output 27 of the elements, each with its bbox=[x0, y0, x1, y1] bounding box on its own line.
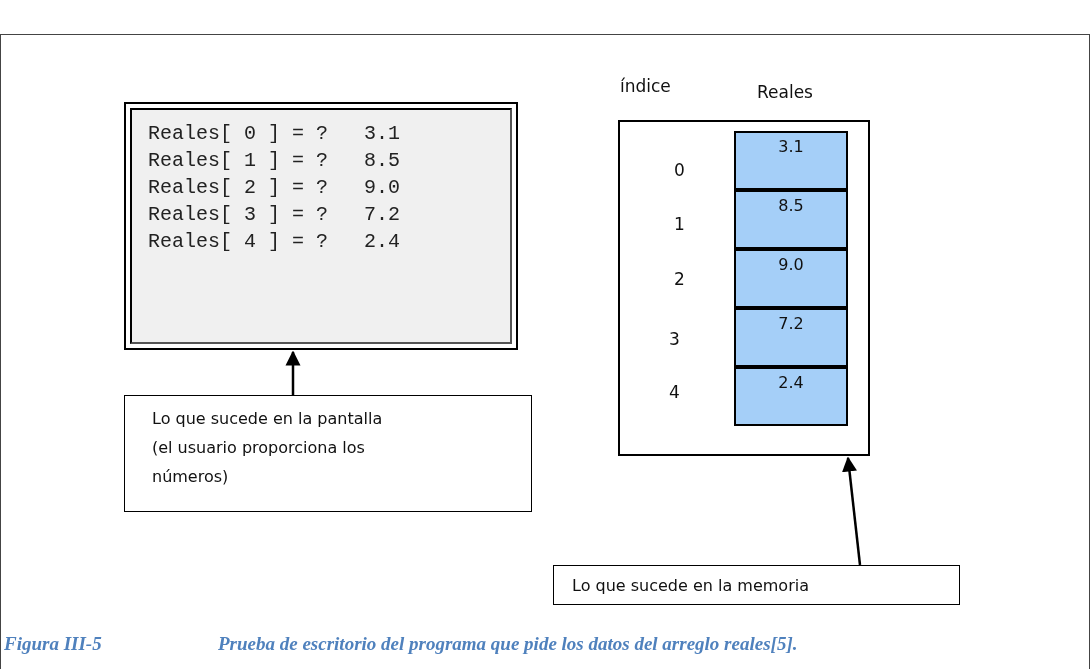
console-line: Reales[ 3 ] = ? 7.2 bbox=[148, 202, 402, 228]
index-label: 3 bbox=[669, 329, 680, 349]
console-line: Reales[ 1 ] = ? 8.5 bbox=[148, 148, 402, 174]
callout-box bbox=[553, 565, 960, 605]
index-label: 4 bbox=[669, 382, 680, 402]
figure-caption: Prueba de escritorio del programa que pide los datos del arreglo reales[5]. bbox=[218, 633, 798, 655]
console-window bbox=[124, 102, 518, 350]
array-cell: 7.2 bbox=[734, 308, 848, 367]
callout-text: Lo que sucede en la memoria bbox=[572, 575, 810, 597]
array-cell: 9.0 bbox=[734, 249, 848, 308]
array-cell: 8.5 bbox=[734, 190, 848, 249]
figure-number: Figura III-5 bbox=[4, 633, 102, 655]
console-line: Reales[ 2 ] = ? 9.0 bbox=[148, 175, 402, 201]
index-label: 2 bbox=[674, 269, 685, 289]
column-heading: índice bbox=[620, 76, 671, 96]
index-label: 0 bbox=[674, 160, 685, 180]
callout-text: Lo que sucede en la pantalla (el usuario proporciona los números) bbox=[152, 408, 384, 488]
array-cell: 2.4 bbox=[734, 367, 848, 426]
memory-box bbox=[618, 120, 870, 456]
console-line: Reales[ 4 ] = ? 2.4 bbox=[148, 229, 402, 255]
callout-box bbox=[124, 395, 532, 512]
column-heading: Reales bbox=[757, 82, 813, 102]
index-label: 1 bbox=[674, 214, 685, 234]
console-line: Reales[ 0 ] = ? 3.1 bbox=[148, 121, 402, 147]
arrow bbox=[842, 456, 862, 566]
arrow bbox=[285, 350, 301, 395]
array-cell: 3.1 bbox=[734, 131, 848, 190]
